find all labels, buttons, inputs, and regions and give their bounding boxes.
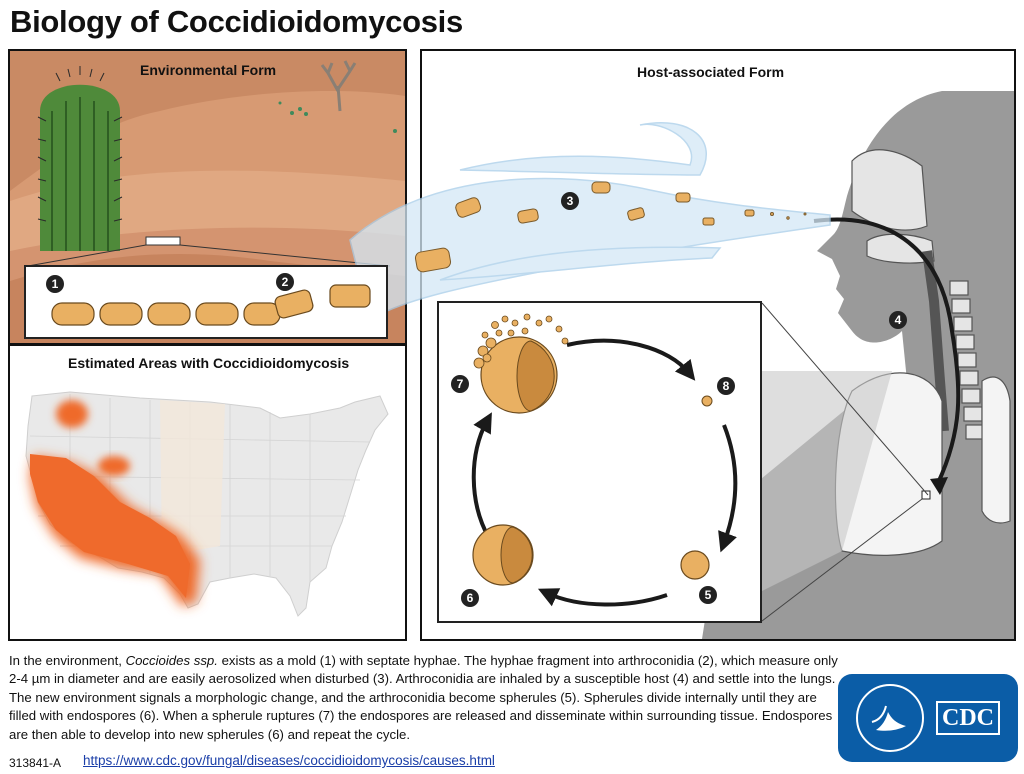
saguaro-cactus: [37, 66, 123, 251]
hyphae-inset: 1 2: [24, 265, 388, 339]
document-code: 313841-A: [9, 756, 62, 770]
young-spherule: [680, 550, 710, 580]
oral-cavity: [866, 233, 935, 264]
desert-shrubs: [278, 101, 397, 133]
nasal-cavity: [851, 149, 928, 231]
step-8-marker: 8: [717, 377, 735, 395]
environmental-form-title: Environmental Form: [140, 62, 277, 78]
host-form-title: Host-associated Form: [637, 64, 785, 80]
step-1-marker: 1: [46, 275, 64, 293]
hhs-seal-icon: [856, 684, 924, 752]
joshua-tree: [320, 60, 357, 112]
caption-part-1: In the environment,: [9, 653, 126, 668]
map-panel: Estimated Areas with Coccidioidomycosis: [8, 344, 407, 641]
step-7-marker: 7: [451, 375, 469, 393]
possible-endemic-area: [160, 400, 225, 556]
step-6-marker: 6: [461, 589, 479, 607]
step-5-marker: 5: [699, 586, 717, 604]
step-2-marker: 2: [276, 273, 294, 291]
caption-part-2: exists as a mold (1) with septate hyphae…: [9, 653, 838, 742]
zoom-marker: [145, 236, 181, 246]
hyphae-drawing: [51, 284, 371, 326]
source-link[interactable]: https://www.cdc.gov/fungal/diseases/cocc…: [83, 753, 495, 768]
ruptured-spherule: [473, 313, 569, 414]
mature-spherule: [472, 524, 534, 586]
alveolus-marker: [921, 490, 931, 500]
vertebrae: [949, 280, 985, 440]
life-cycle-inset: 7 8 5 6: [437, 301, 762, 623]
step-4-marker: 4: [889, 311, 907, 329]
caption: In the environment, Coccioides ssp. exis…: [9, 652, 839, 744]
endospore: [701, 395, 713, 407]
page-title: Biology of Coccidioidomycosis: [10, 4, 463, 39]
cdc-wordmark: CDC: [936, 701, 1000, 735]
spherule-cycle: [471, 313, 738, 607]
cdc-logo: CDC: [838, 674, 1018, 762]
map-title: Estimated Areas with Coccidioidomycosis: [68, 355, 350, 371]
step-3-marker: 3: [561, 192, 579, 210]
inhalation-arrow: [813, 217, 961, 484]
host-figure: [702, 91, 1014, 639]
organism-name: Coccioides ssp.: [125, 653, 218, 668]
us-endemic-map: [25, 391, 389, 617]
cycle-arrows: [471, 338, 738, 607]
endemic-area: [30, 400, 200, 606]
